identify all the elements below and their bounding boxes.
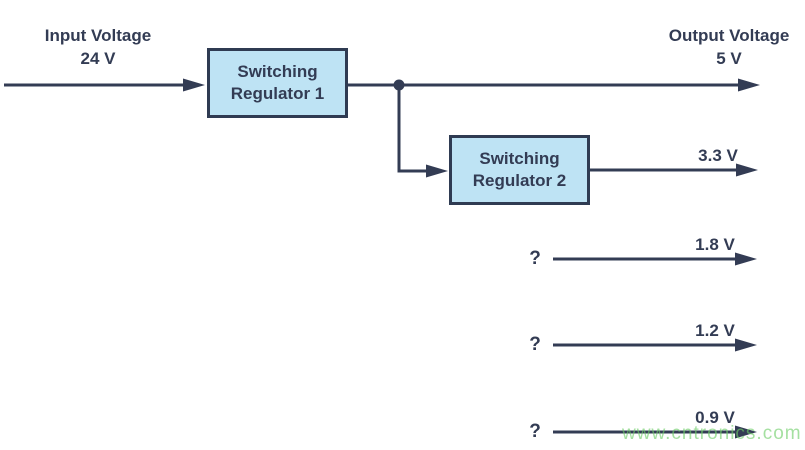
rail-arrow-1v8 <box>553 252 757 266</box>
regulator1-label-line2: Regulator 1 <box>230 84 325 103</box>
reg2-output-arrow <box>590 163 758 177</box>
input-voltage-label: Input Voltage 24 V <box>12 24 184 70</box>
rail-arrow-0v9 <box>553 425 757 439</box>
regulator2-label-line1: Switching <box>479 149 560 168</box>
output-voltage-title: Output Voltage <box>668 26 790 45</box>
rail-label-1v8: 1.8 V <box>695 235 735 254</box>
branch-arrow <box>397 85 448 178</box>
input-voltage-title: Input Voltage <box>44 26 152 45</box>
rail-label-0v9: 0.9 V <box>695 408 735 427</box>
unknown-source-1v8: ? <box>529 248 541 269</box>
unknown-source-0v9: ? <box>529 421 541 442</box>
rail-label-3v3: 3.3 V <box>698 146 738 165</box>
input-arrow <box>4 78 205 92</box>
watermark: www.cntronics.com <box>622 423 802 444</box>
regulator2-label-line2: Regulator 2 <box>472 171 567 190</box>
switching-regulator-1-block: Switching Regulator 1 <box>207 48 348 118</box>
rail-label-1v2: 1.2 V <box>695 321 735 340</box>
output-voltage-label: Output Voltage 5 V <box>645 24 805 70</box>
input-voltage-value: 24 V <box>80 49 116 68</box>
output-voltage-value: 5 V <box>716 49 742 68</box>
unknown-source-1v2: ? <box>529 334 541 355</box>
reg1-output-arrow <box>348 78 760 92</box>
regulator1-label-line1: Switching <box>237 62 318 81</box>
rail-arrow-1v2 <box>553 338 757 352</box>
switching-regulator-2-block: Switching Regulator 2 <box>449 135 590 205</box>
